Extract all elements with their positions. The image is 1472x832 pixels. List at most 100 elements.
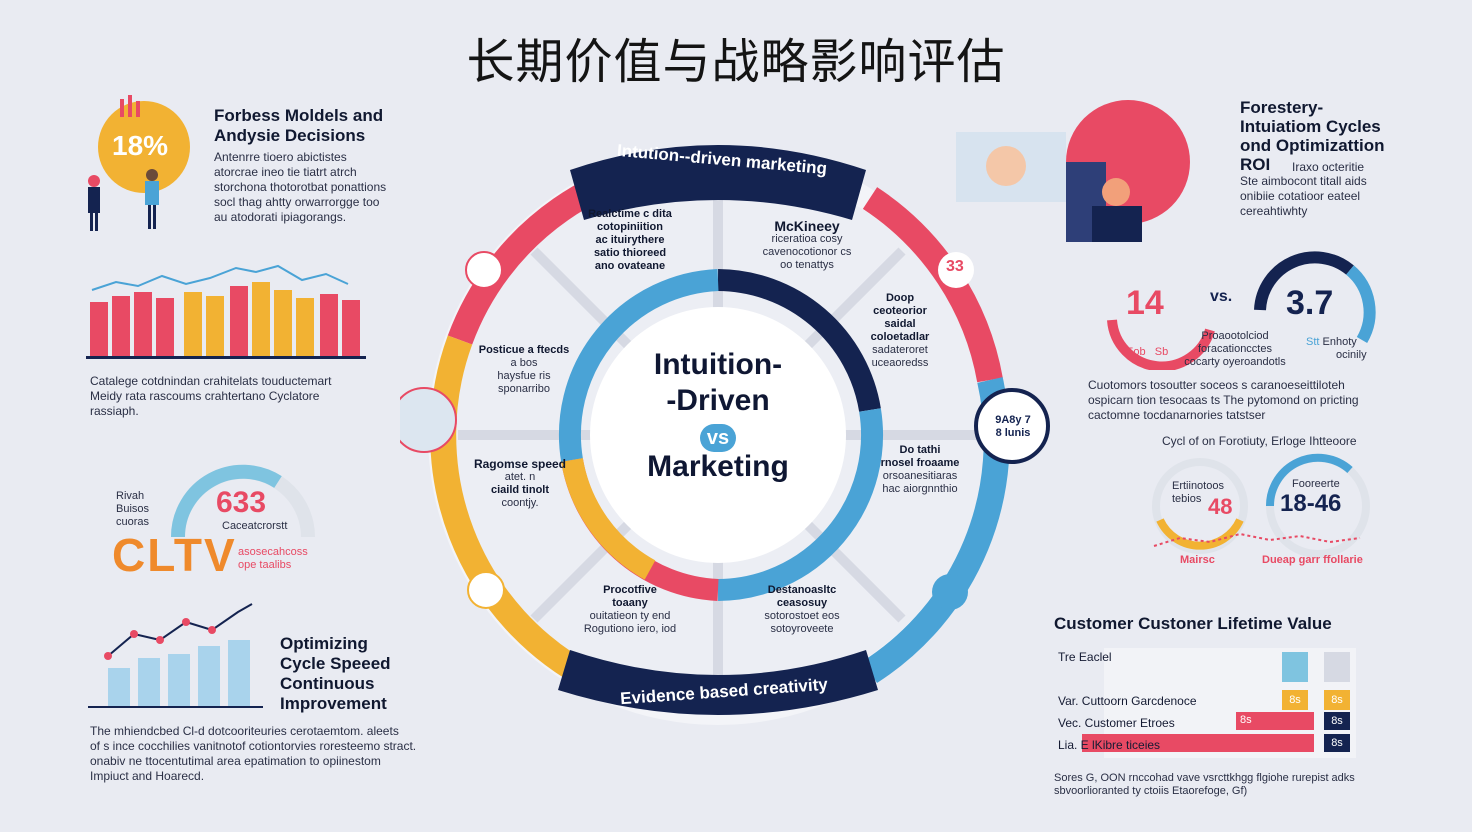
comparison-body: Cuotomors tosoutter soceos s caranoeseit… xyxy=(1088,378,1408,423)
body-line: cereahtiwhty xyxy=(1240,204,1308,218)
clv-icon-right xyxy=(1324,652,1350,682)
tag: Enhoty xyxy=(1322,336,1357,348)
body-line: atorcrae ineo tie tiatrt atrch xyxy=(214,165,357,179)
clv-cell-left: 8s xyxy=(1240,714,1252,726)
clv-bar xyxy=(1236,712,1314,730)
comparison-right-tags: Stt Enhoty ocinily xyxy=(1306,336,1367,362)
source-line: Sores G, OON rnccohad vave vsrcttkhgg fl… xyxy=(1054,772,1355,784)
badge-right: 9A8y 7 8 lunis xyxy=(994,414,1032,440)
segment-3: Doop ceoteorior saidal coloetadlar sadat… xyxy=(850,292,950,370)
comparison-left-tags: Eob Sb xyxy=(1126,346,1168,359)
clv-cell-right: 8s xyxy=(1324,690,1350,710)
heading-line: Forestery- xyxy=(1240,98,1324,117)
heading-line: Optimizing xyxy=(280,634,368,653)
top-left-heading-2: Andysie Decisions xyxy=(214,126,366,145)
cycle-left-label: Ertiinotoos tebios xyxy=(1172,480,1224,506)
body-line: onibiie cotatioor eateel xyxy=(1240,189,1361,203)
clv-row-label: Lia. E lKibre ticeies xyxy=(1058,738,1161,752)
percent-illustration xyxy=(82,95,202,235)
seg-line: cotopiniition xyxy=(597,221,663,233)
seg-line: a bos xyxy=(510,357,538,369)
seg-line: uceaoredss xyxy=(871,357,929,369)
optimizing-heading: Optimizing Cycle Speeed Continuous Impro… xyxy=(280,634,391,714)
seg-line: ceasosuy xyxy=(776,597,828,609)
body-line: Ste aimbocont titall aids xyxy=(1240,174,1367,188)
heading-line: ond Optimizattion xyxy=(1240,136,1385,155)
cltv-value: 633 xyxy=(216,486,267,519)
seg-line: Rogutiono iero, iod xyxy=(583,623,677,635)
hub-line-1: Intuition- xyxy=(653,348,783,381)
seg-line: riceratioa cosy xyxy=(771,233,843,245)
clv-heading: Customer Custoner Lifetime Value xyxy=(1054,614,1332,633)
clv-row-label: Vec. Customer Etroes xyxy=(1058,716,1175,730)
body-line: socl thag ahtty orwarrorgge too xyxy=(214,195,380,209)
clv-source: Sores G, OON rnccohad vave vsrcttkhgg fl… xyxy=(1054,772,1374,798)
comparison-gauges xyxy=(1100,250,1390,372)
percent-badge: 18% xyxy=(112,130,169,161)
top-left-body: Antenrre tioero abictistes atorcrae ineo… xyxy=(214,150,424,225)
side-line: Buisos xyxy=(116,503,150,515)
top-right-body: Ste aimbocont titall aids onibiie cotati… xyxy=(1240,174,1440,219)
source-line: sbvoorlioranted ty ctoiis Etaorefoge, Gf… xyxy=(1054,785,1248,797)
heading-line: Cycle Speeed xyxy=(280,654,391,673)
bar-chart-illustration xyxy=(86,262,370,362)
segment-1: Realctime c dita cotopiniition ac ituiry… xyxy=(570,208,690,273)
clv-cell-left: 8s xyxy=(1282,690,1308,710)
cycle-right-label: Fooreerte xyxy=(1292,478,1340,490)
body-line: storchona thotorotbat ponattions xyxy=(214,180,387,194)
heading-line: Intuiatiom Cycles xyxy=(1240,117,1381,136)
seg-line: ouitatieon ty end xyxy=(589,610,671,622)
seg-line: McKineey xyxy=(774,218,840,234)
clv-row-label: Var. Cuttoorn Garcdenoce xyxy=(1058,694,1197,708)
seg-line: coontjy. xyxy=(501,497,539,509)
badge-line: 8 lunis xyxy=(995,427,1031,439)
top-right-heading: Forestery- Intuiatiom Cycles ond Optimiz… xyxy=(1240,98,1384,174)
seg-line: atet. n xyxy=(504,471,536,483)
body-line: cactomne tocdanarnories tatstser xyxy=(1088,408,1266,422)
seg-line: toaany xyxy=(612,597,648,609)
cycle-gauges xyxy=(1150,450,1380,560)
heading-line: Improvement xyxy=(280,694,387,713)
clv-icon-left xyxy=(1282,652,1308,682)
segment-7: Ragomse speed atet. n ciaild tinolt coon… xyxy=(460,458,580,510)
body-line: Impiuct and Hoarecd. xyxy=(90,769,205,783)
optimizing-body: The mhiendcbed Cl-d dotcooriteuries cero… xyxy=(90,724,450,784)
seg-line: satio thioreed xyxy=(593,247,667,259)
tag: Sb xyxy=(1154,346,1169,358)
comparison-right-value: 3.7 xyxy=(1286,284,1334,322)
seg-line: sotorostoet eos xyxy=(764,610,840,622)
seg-line: ac ituirythere xyxy=(595,234,665,246)
cycle-title: Cycl of on Forotiuty, Erloge Ihtteoore xyxy=(1162,434,1357,448)
mid-line: cocarty oyeroandotls xyxy=(1184,356,1286,368)
seg-line: Doop xyxy=(885,292,915,304)
page-title: 长期价值与战略影响评估 xyxy=(466,34,1006,90)
body-line: The mhiendcbed Cl-d dotcooriteuries cero… xyxy=(90,724,399,738)
tag: Eob xyxy=(1126,346,1146,358)
comparison-mid: Proaootolciod foracationcctes cocarty oy… xyxy=(1180,330,1290,369)
seg-line: sponarribo xyxy=(498,383,550,395)
hub-vs: vs xyxy=(700,424,736,452)
comparison-vs: vs. xyxy=(1210,288,1233,305)
cltv-gauge xyxy=(168,452,318,542)
clv-cell-right: 8s xyxy=(1324,734,1350,752)
hub-line-2: -Driven xyxy=(666,384,770,417)
body-line: Antenrre tioero abictistes xyxy=(214,150,347,164)
seg-line: Ragomse speed xyxy=(473,457,567,471)
seg-line: Destanoasltc xyxy=(767,584,837,596)
cltv-note: asosecahcoss ope taalibs xyxy=(238,546,308,572)
top-left-heading-1: Forbess Moldels and xyxy=(214,106,384,125)
label-line: Ertiinotoos xyxy=(1172,480,1224,492)
person-illustration xyxy=(956,92,1196,242)
heading-line: Continuous xyxy=(280,674,375,693)
seg-line: coloetadlar xyxy=(870,331,930,343)
body-line: au atodorati ipiagorangs. xyxy=(214,210,347,224)
cycle-left-value: 48 xyxy=(1208,494,1233,519)
seg-line: ciaild tinolt xyxy=(490,484,550,496)
cltv-sub: Caceatcrorstt xyxy=(222,520,288,532)
seg-line: ceoteorior xyxy=(873,305,927,317)
seg-line: Procotfive xyxy=(603,584,657,596)
bar-chart-caption: Catalege cotdnindan crahitelats touducte… xyxy=(90,374,380,419)
cycle-right-value: 18-46 xyxy=(1280,490,1342,517)
segment-4: Do tathi rnosel froaame orsoanesitiaras … xyxy=(862,444,978,496)
tag: ocinily xyxy=(1336,349,1367,361)
